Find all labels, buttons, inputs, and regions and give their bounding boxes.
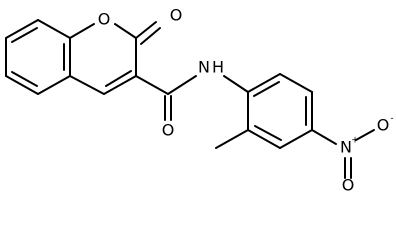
bond (103, 75, 137, 95)
double-bond-inner (105, 70, 132, 87)
double-bond-inner (253, 81, 280, 97)
amide-oxygen-label: O (162, 121, 175, 140)
nitro-oxygen-top-charge: - (390, 114, 393, 124)
bond (135, 75, 169, 95)
nitro-nitrogen-charge: + (351, 136, 359, 146)
amide-nitrogen-label: N (198, 58, 210, 77)
bond (279, 129, 313, 149)
bond (167, 75, 197, 95)
bond (279, 73, 313, 93)
benzo-ring (5, 19, 71, 95)
bond (140, 27, 161, 45)
bond (69, 23, 95, 39)
lactone-carbonyl-oxygen-label: O (170, 6, 183, 25)
double-bond-inner (11, 71, 38, 87)
bond (135, 21, 157, 39)
bond (37, 19, 71, 39)
bond (355, 129, 375, 141)
chemical-structure: O O N H O N + O - O (5, 6, 394, 195)
pyranone-ring (69, 21, 161, 95)
bond (311, 129, 337, 145)
bond (247, 129, 281, 149)
bond (5, 19, 39, 39)
double-bond-inner (11, 27, 38, 43)
aryl-ring (215, 73, 337, 149)
amide-group (135, 75, 249, 121)
bond (69, 75, 105, 95)
bond (5, 75, 39, 95)
nitro-oxygen-bottom-label: O (342, 176, 355, 195)
nitro-nitrogen-label: N (340, 138, 352, 157)
methyl-bond (215, 129, 249, 149)
nitro-oxygen-top-label: O (377, 116, 390, 135)
bond (247, 73, 281, 93)
bond (223, 75, 249, 93)
ring-oxygen-label: O (98, 10, 111, 29)
bond (114, 23, 137, 39)
nitro-group (344, 129, 375, 179)
double-bond-inner (254, 125, 282, 141)
amide-hydrogen-label: H (212, 58, 224, 77)
bond (37, 75, 71, 95)
